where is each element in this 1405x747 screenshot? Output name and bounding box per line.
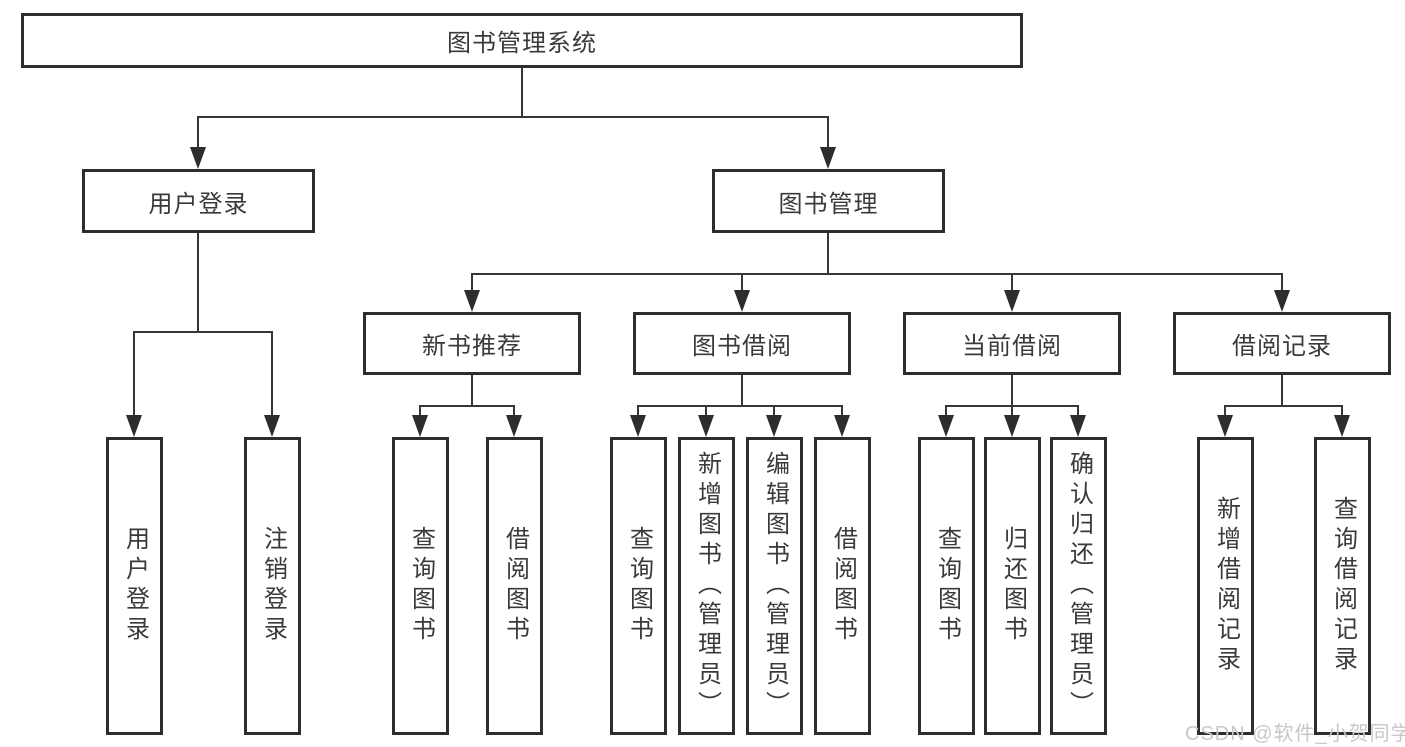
leaf-label: 确认归还（管理员）	[1065, 451, 1093, 721]
arrow-down-icon	[734, 290, 750, 312]
leaf-logout: 注销登录	[244, 437, 301, 735]
connector-vline	[827, 116, 829, 149]
leaf-query-books-2: 查询图书	[610, 437, 667, 735]
connector-vline	[773, 405, 775, 417]
arrow-down-icon	[820, 147, 836, 169]
leaf-label: 查询图书	[933, 526, 961, 646]
connector-vline	[133, 331, 135, 417]
arrow-down-icon	[1217, 415, 1233, 437]
arrow-down-icon	[1274, 290, 1290, 312]
node-root: 图书管理系统	[21, 13, 1023, 68]
connector-vline	[741, 375, 743, 407]
leaf-label: 归还图书	[999, 526, 1027, 646]
arrow-down-icon	[412, 415, 428, 437]
leaf-query-books-1: 查询图书	[392, 437, 449, 735]
node-current-borrow-label: 当前借阅	[962, 333, 1062, 360]
connector-vline	[197, 233, 199, 333]
arrow-down-icon	[834, 415, 850, 437]
leaf-add-books-admin: 新增图书（管理员）	[678, 437, 735, 735]
connector-vline	[741, 273, 743, 292]
connector-vline	[1341, 405, 1343, 417]
connector-vline	[513, 405, 515, 417]
node-current-borrow: 当前借阅	[903, 312, 1121, 375]
leaf-query-books-3: 查询图书	[918, 437, 975, 735]
node-borrow-records: 借阅记录	[1173, 312, 1391, 375]
arrow-down-icon	[190, 147, 206, 169]
node-book-management-label: 图书管理	[778, 190, 879, 218]
connector-vline	[1011, 273, 1013, 292]
leaf-query-borrow-record: 查询借阅记录	[1314, 437, 1371, 735]
node-book-management: 图书管理	[712, 169, 945, 233]
connector-hline	[471, 273, 1283, 275]
connector-vline	[521, 68, 523, 118]
connector-vline	[1281, 375, 1283, 407]
node-root-label: 图书管理系统	[447, 30, 597, 57]
leaf-label: 借阅图书	[501, 526, 529, 646]
connector-hline	[1224, 405, 1343, 407]
connector-vline	[1077, 405, 1079, 417]
node-book-borrow: 图书借阅	[633, 312, 851, 375]
arrow-down-icon	[698, 415, 714, 437]
leaf-label: 新增借阅记录	[1212, 496, 1240, 676]
arrow-down-icon	[506, 415, 522, 437]
leaf-add-borrow-record: 新增借阅记录	[1197, 437, 1254, 735]
leaf-edit-books-admin: 编辑图书（管理员）	[746, 437, 803, 735]
connector-vline	[1011, 405, 1013, 417]
arrow-down-icon	[766, 415, 782, 437]
connector-vline	[1011, 375, 1013, 407]
connector-vline	[419, 405, 421, 417]
node-new-book-recommend-label: 新书推荐	[422, 333, 522, 360]
arrow-down-icon	[1334, 415, 1350, 437]
connector-vline	[945, 405, 947, 417]
connector-vline	[197, 116, 199, 149]
leaf-borrow-books-2: 借阅图书	[814, 437, 871, 735]
connector-vline	[471, 273, 473, 292]
leaf-label: 用户登录	[121, 526, 149, 646]
node-new-book-recommend: 新书推荐	[363, 312, 581, 375]
leaf-label: 查询图书	[407, 526, 435, 646]
leaf-label: 注销登录	[259, 526, 287, 646]
node-book-borrow-label: 图书借阅	[692, 333, 792, 360]
connector-hline	[637, 405, 843, 407]
connector-hline	[197, 116, 829, 118]
leaf-label: 查询借阅记录	[1329, 496, 1357, 676]
connector-vline	[1281, 273, 1283, 292]
node-user-login-label: 用户登录	[148, 190, 249, 218]
leaf-label: 新增图书（管理员）	[693, 451, 721, 721]
leaf-confirm-return: 确认归还（管理员）	[1050, 437, 1107, 735]
connector-vline	[271, 331, 273, 417]
arrow-down-icon	[126, 415, 142, 437]
arrow-down-icon	[1004, 415, 1020, 437]
arrow-down-icon	[938, 415, 954, 437]
connector-vline	[827, 233, 829, 275]
arrow-down-icon	[1070, 415, 1086, 437]
arrow-down-icon	[630, 415, 646, 437]
leaf-borrow-books-1: 借阅图书	[486, 437, 543, 735]
csdn-watermark: CSDN @软件_小贺同学	[1185, 723, 1405, 745]
arrow-down-icon	[264, 415, 280, 437]
connector-hline	[133, 331, 273, 333]
arrow-down-icon	[1004, 290, 1020, 312]
connector-vline	[705, 405, 707, 417]
leaf-label: 查询图书	[625, 526, 653, 646]
connector-vline	[637, 405, 639, 417]
node-user-login: 用户登录	[82, 169, 315, 233]
connector-vline	[1224, 405, 1226, 417]
leaf-label: 借阅图书	[829, 526, 857, 646]
connector-vline	[841, 405, 843, 417]
leaf-user-login: 用户登录	[106, 437, 163, 735]
connector-vline	[471, 375, 473, 407]
connector-hline	[419, 405, 515, 407]
arrow-down-icon	[464, 290, 480, 312]
leaf-return-books: 归还图书	[984, 437, 1041, 735]
node-borrow-records-label: 借阅记录	[1232, 333, 1332, 360]
leaf-label: 编辑图书（管理员）	[761, 451, 789, 721]
